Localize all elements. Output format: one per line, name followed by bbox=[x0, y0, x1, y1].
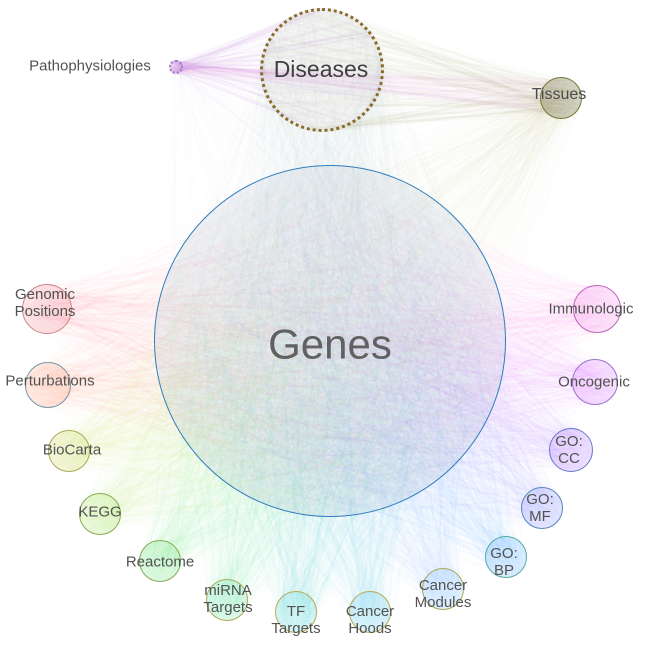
node-label-pathophysiologies: Pathophysiologies bbox=[29, 57, 151, 75]
node-circle-mirna-targets[interactable] bbox=[206, 579, 248, 621]
node-circle-tf-targets[interactable] bbox=[275, 591, 317, 633]
node-circle-diseases[interactable] bbox=[260, 8, 384, 132]
node-circle-biocarta[interactable] bbox=[48, 430, 90, 472]
node-circle-perturbations[interactable] bbox=[25, 362, 71, 408]
node-circle-cancer-hoods[interactable] bbox=[349, 591, 391, 633]
node-circle-pathophysiologies[interactable] bbox=[169, 60, 183, 74]
node-circle-tissues[interactable] bbox=[540, 77, 582, 119]
node-circle-oncogenic[interactable] bbox=[572, 359, 618, 405]
node-circle-genomic-positions[interactable] bbox=[22, 284, 72, 334]
node-circle-go-bp[interactable] bbox=[485, 536, 527, 578]
node-circle-go-cc[interactable] bbox=[549, 428, 593, 472]
node-circle-go-mf[interactable] bbox=[521, 487, 563, 529]
node-circle-cancer-modules[interactable] bbox=[422, 568, 464, 610]
node-circle-kegg[interactable] bbox=[79, 493, 121, 535]
node-circle-reactome[interactable] bbox=[139, 540, 181, 582]
node-circle-genes[interactable] bbox=[154, 165, 506, 517]
node-circle-immunologic[interactable] bbox=[573, 285, 621, 333]
